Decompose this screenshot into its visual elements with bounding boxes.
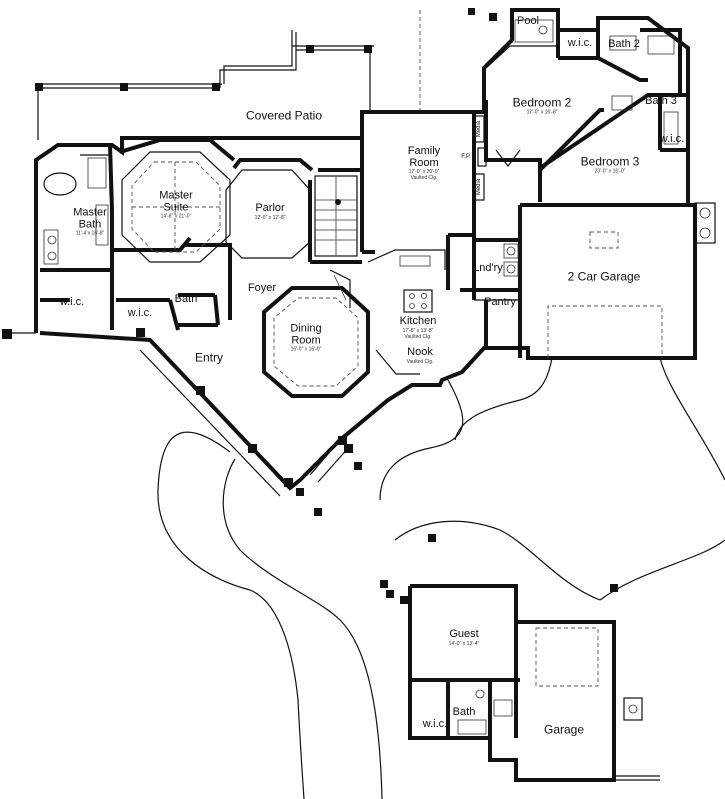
media-niche-bottom-label: Media: [475, 178, 482, 196]
room-label-pantry: Pantry: [484, 296, 516, 309]
bedroom3-dimensions: 23'-0" x 16'-0": [594, 168, 626, 175]
dining-room-name: Dining Room: [290, 322, 322, 346]
nook-name: Nook: [407, 346, 433, 359]
family-room-built-ins: [473, 115, 521, 201]
patio-column: [212, 83, 220, 91]
patio-column: [468, 8, 475, 15]
kitchen-fixtures: [367, 249, 446, 375]
room-label-wic-master-right: w.i.c.: [127, 307, 153, 320]
kitchen-dimensions: 17'-8" x 13'-8": [402, 327, 434, 334]
covered-patio-outline: [35, 8, 497, 140]
room-label-covered-patio: Covered Patio: [245, 108, 323, 123]
octagonal-rooms: [121, 151, 370, 398]
master-suite-name: Master Suite: [159, 189, 193, 213]
stairs: [314, 175, 358, 308]
bedroom2-name: Bedroom 2: [512, 95, 572, 110]
patio-column: [120, 83, 128, 91]
media-niche-top-label: Media: [475, 120, 482, 138]
dining-octagon: [262, 286, 370, 398]
room-label-foyer: Foyer: [247, 282, 277, 295]
parlor-octagon: [225, 169, 311, 259]
bedroom-wing-fixtures: [485, 19, 716, 244]
room-label-bedroom3: Bedroom 3 23'-0" x 16'-0": [580, 154, 640, 175]
room-label-family-room: Family Room 17'-0" x 20'-0" Vaulted Clg.: [403, 145, 445, 182]
room-label-master-bath: Master Bath 11'-4 x 16'-8": [70, 206, 110, 237]
room-label-pool: Pool: [516, 15, 540, 28]
room-label-nook: Nook Vaulted Clg.: [406, 346, 434, 365]
room-label-parlor: Parlor 12'-0" x 12'-8": [254, 202, 286, 221]
room-label-two-car-garage: 2 Car Garage: [567, 269, 641, 284]
fireplace-label: F.P.: [461, 153, 471, 160]
master-bath-dimensions: 11'-4 x 16'-8": [75, 230, 105, 237]
patio-column: [489, 13, 497, 21]
master-suite-dimensions: 14'-8" x 21'-0": [160, 213, 192, 220]
room-label-wic-guest: w.i.c.: [422, 718, 448, 731]
guest-name: Guest: [449, 628, 479, 641]
room-label-bath2: Bath 2: [608, 38, 640, 51]
guest-dimensions: 14'-0" x 13'-4": [448, 640, 480, 647]
laundry-fixtures: [503, 243, 519, 277]
room-label-bath-master: Bath: [174, 293, 198, 306]
driveway: [157, 357, 725, 799]
master-bath-fixtures: [43, 154, 111, 265]
entry-walkway: [2, 328, 362, 516]
room-label-laundry: Lnd'ry: [473, 262, 503, 275]
patio-column: [364, 45, 372, 53]
room-label-bath3: Bath 3: [645, 95, 677, 108]
patio-column: [35, 83, 43, 91]
room-label-bedroom2: Bedroom 2 17'-0" x 16'-8": [512, 95, 572, 116]
patio-column: [306, 45, 314, 53]
room-label-entry: Entry: [194, 350, 224, 365]
dining-room-dimensions: 16'-0" x 16'-0": [290, 346, 322, 353]
master-suite-ceiling: [131, 161, 221, 253]
garage-details: [474, 231, 663, 358]
bedroom2-dimensions: 17'-0" x 16'-8": [526, 109, 558, 116]
family-room-name: Family Room: [407, 145, 441, 169]
kitchen-ceiling-note: Vaulted Clg.: [404, 333, 432, 340]
room-label-dining-room: Dining Room 16'-0" x 16'-0": [286, 322, 326, 353]
guest-house-walls: [408, 584, 660, 782]
family-room-dimensions: 17'-0" x 20'-0": [408, 169, 440, 176]
room-label-kitchen: Kitchen 17'-8" x 13'-8" Vaulted Clg.: [399, 314, 437, 340]
room-label-garage: Garage: [543, 722, 585, 737]
room-label-wic-top: w.i.c.: [567, 37, 593, 50]
kitchen-name: Kitchen: [399, 314, 437, 327]
master-bath-name: Master Bath: [73, 206, 107, 230]
room-label-wic-bedroom3: w.i.c.: [659, 133, 685, 146]
room-label-wic-master-left: w.i.c.: [59, 296, 85, 309]
bedroom3-name: Bedroom 3: [580, 154, 640, 169]
room-label-bath-guest: Bath: [452, 706, 476, 719]
main-house-walls: [34, 8, 697, 491]
room-label-master-suite: Master Suite 14'-8" x 21'-0": [156, 189, 196, 220]
parlor-dimensions: 12'-0" x 12'-8": [254, 214, 286, 221]
master-suite-octagon: [121, 151, 231, 263]
room-label-guest: Guest 14'-0" x 13'-4": [448, 628, 480, 647]
family-room-ceiling-note: Vaulted Clg.: [410, 175, 438, 182]
nook-ceiling-note: Vaulted Clg.: [406, 358, 434, 365]
dining-ceiling: [273, 297, 359, 387]
parlor-name: Parlor: [255, 202, 285, 215]
